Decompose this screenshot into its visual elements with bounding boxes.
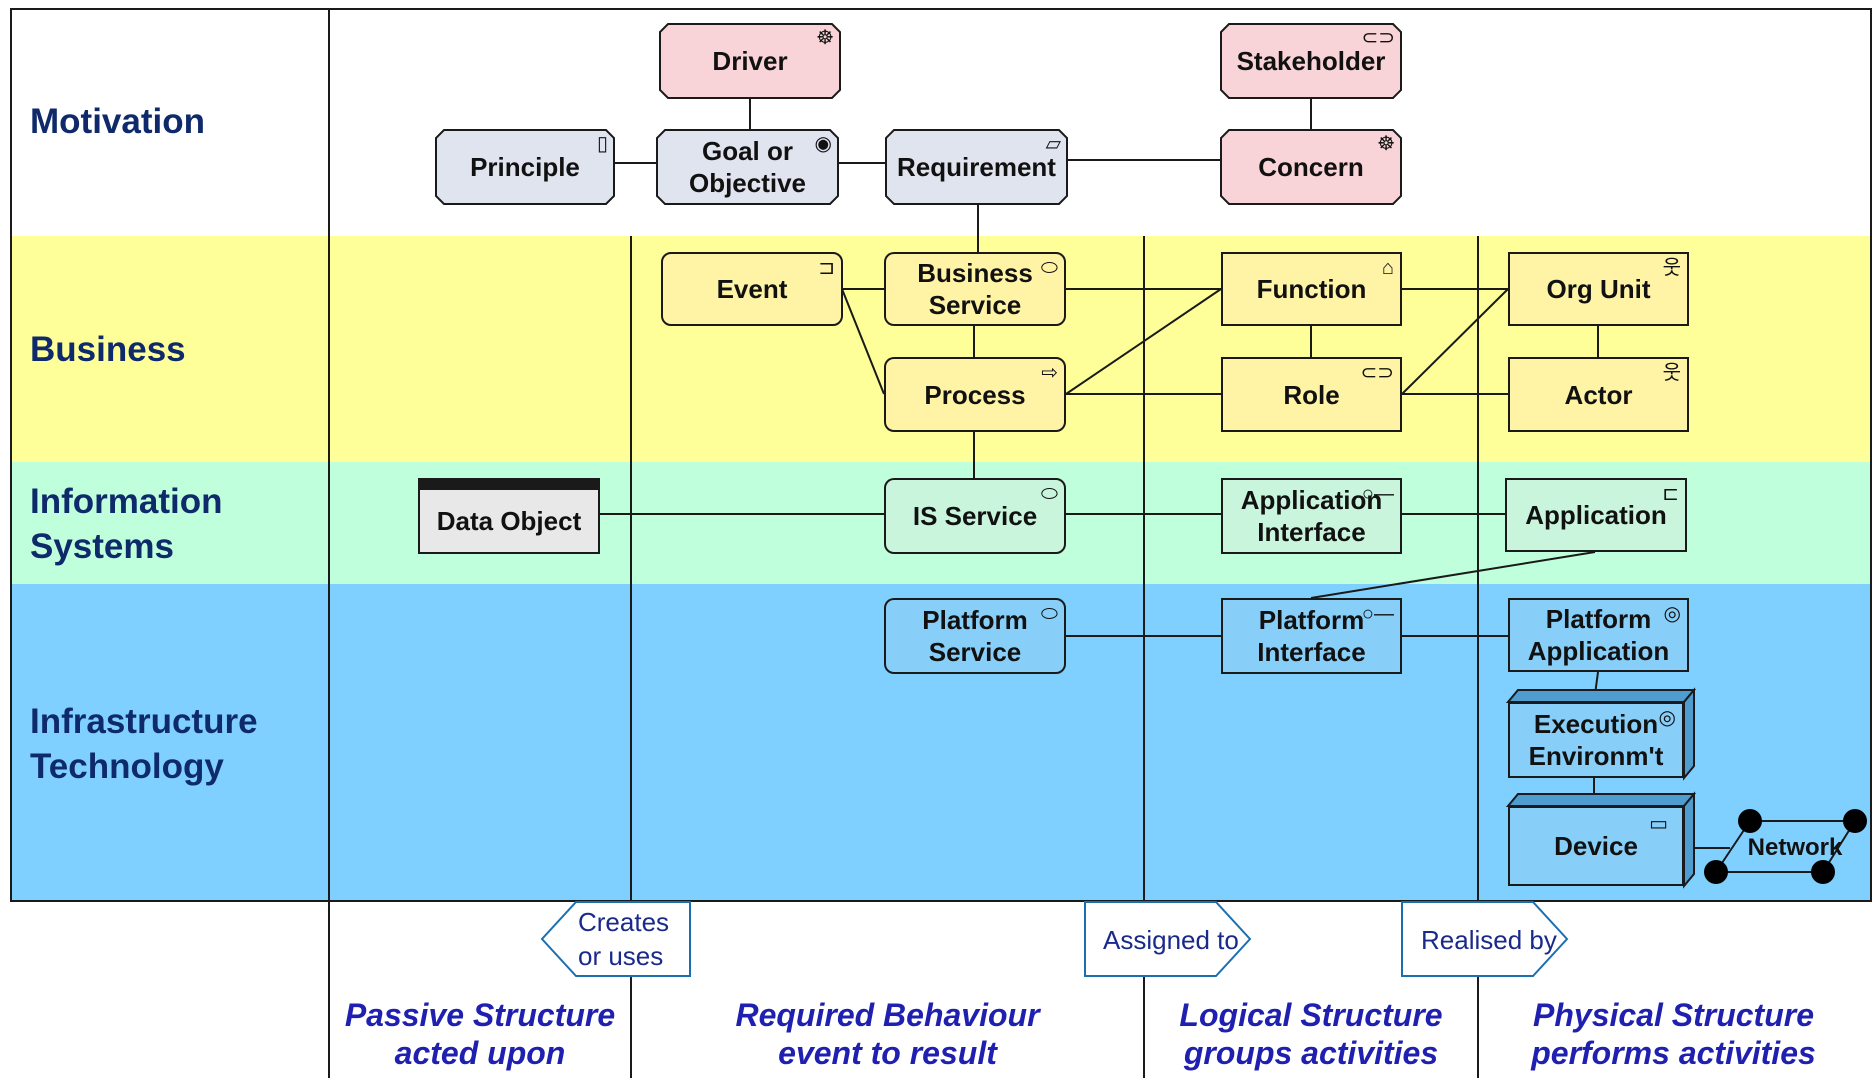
service-icon: ⬭ (1040, 257, 1058, 279)
footer-logical-line1: Logical Structure (1179, 997, 1443, 1033)
event-node[interactable]: Event ⊐ (661, 252, 843, 326)
requirement-label: Requirement (897, 152, 1056, 182)
lane-title-motivation: Motivation (30, 102, 205, 141)
actor-icon: 웃 (1662, 362, 1681, 384)
function-label: Function (1256, 274, 1367, 304)
assigned-label: Assigned to (1103, 925, 1239, 955)
is-service-label: IS Service (912, 501, 1038, 531)
wheel-icon: ☸ (1377, 133, 1395, 155)
creates-label-line1: Creates (578, 907, 670, 937)
parallelogram-icon: ▱ (1045, 133, 1061, 155)
role-label: Role (1283, 379, 1340, 410)
org-unit-node[interactable]: Org Unit 웃 (1508, 252, 1689, 326)
footer-physical-line1: Physical Structure (1533, 997, 1814, 1033)
application-interface-node[interactable]: Application Interface ○— (1221, 478, 1402, 554)
data-object-label: Data Object (436, 506, 582, 536)
actor-icon: 웃 (1662, 257, 1681, 279)
is-service-node[interactable]: IS Service ⬭ (884, 478, 1066, 554)
stakeholder-label: Stakeholder (1236, 46, 1386, 76)
label-column-divider (328, 8, 330, 1078)
application-interface-label: Application Interface (1240, 485, 1383, 547)
data-object-node[interactable]: Data Object (418, 478, 600, 554)
org-unit-label: Org Unit (1546, 274, 1651, 304)
lane-title-business: Business (30, 330, 186, 369)
actor-label: Actor (1564, 379, 1633, 410)
footer-logical-line2: groups activities (1183, 1035, 1439, 1071)
footer-behaviour-line2: event to result (778, 1035, 997, 1071)
business-service-node[interactable]: Business Service ⬭ (884, 252, 1066, 326)
platform-interface-label: Platform Interface (1257, 605, 1366, 667)
footer-passive: Passive Structure acted upon (330, 996, 630, 1072)
role-node[interactable]: Role ⊂⊃ (1221, 357, 1402, 432)
footer-passive-line1: Passive Structure (344, 997, 616, 1033)
event-icon: ⊐ (818, 257, 835, 279)
principle-label: Principle (470, 152, 580, 182)
stakeholder-node[interactable]: Stakeholder ⊂⊃ (1221, 24, 1401, 98)
service-icon: ⬭ (1040, 603, 1058, 625)
function-icon: ⌂ (1381, 257, 1394, 279)
network-node[interactable]: Network (1730, 826, 1860, 870)
realised-label: Realised by (1421, 925, 1557, 955)
event-label: Event (716, 274, 788, 304)
network-label: Network (1747, 834, 1843, 861)
application-label: Application (1525, 500, 1667, 530)
platform-interface-node[interactable]: Platform Interface ○— (1221, 598, 1402, 674)
device-label: Device (1554, 831, 1638, 861)
wheel-icon: ☸ (816, 27, 834, 49)
footer-physical-line2: performs activities (1531, 1035, 1816, 1071)
platform-application-node[interactable]: Platform Application ◎ (1508, 598, 1689, 672)
application-node[interactable]: Application ⊏ (1505, 478, 1687, 552)
footer-passive-line2: acted upon (394, 1035, 566, 1071)
role-icon: ⊂⊃ (1360, 362, 1394, 384)
execution-environment-label: Execution Environm't (1528, 709, 1664, 771)
driver-label: Driver (712, 46, 788, 76)
platform-application-label: Platform Application (1527, 604, 1670, 666)
concern-node[interactable]: Concern ☸ (1221, 130, 1401, 204)
creates-label-line2: or uses (578, 941, 664, 971)
platform-service-label: Platform Service (922, 605, 1028, 667)
arrow-icon: ⇨ (1041, 362, 1058, 384)
interface-icon: ○— (1361, 483, 1394, 505)
lane-title-information-line2: Systems (30, 527, 174, 566)
passive-column-divider (630, 236, 632, 1078)
actor-node[interactable]: Actor 웃 (1508, 357, 1689, 432)
lane-title-infrastructure-line1: Infrastructure (30, 702, 258, 741)
platform-service-node[interactable]: Platform Service ⬭ (884, 598, 1066, 674)
target-icon: ◉ (814, 133, 832, 155)
device-icon: ▭ (1649, 813, 1668, 835)
execution-environment-node[interactable]: Execution Environm't ◎ (1508, 702, 1684, 778)
device-node[interactable]: Device ▭ (1508, 806, 1684, 886)
system-software-icon: ◎ (1658, 707, 1676, 729)
lane-title-information-line1: Information (30, 482, 223, 521)
function-node[interactable]: Function ⌂ (1221, 252, 1402, 326)
business-service-label: Business Service (917, 258, 1033, 320)
footer-behaviour: Required Behaviour event to result (632, 996, 1143, 1072)
role-icon: ⊂⊃ (1361, 27, 1395, 49)
process-label: Process (924, 379, 1026, 410)
interface-icon: ○— (1361, 603, 1394, 625)
service-icon: ⬭ (1040, 483, 1058, 505)
footer-logical: Logical Structure groups activities (1145, 996, 1477, 1072)
requirement-node[interactable]: Requirement ▱ (886, 130, 1067, 204)
behaviour-column-divider (1143, 236, 1145, 1078)
goal-label: Goal or Objective (688, 136, 807, 198)
motivation-band (10, 8, 1872, 240)
concern-label: Concern (1258, 152, 1364, 182)
footer-physical: Physical Structure performs activities (1479, 996, 1868, 1072)
logical-column-divider (1477, 236, 1479, 1078)
principle-icon: ▯ (596, 133, 608, 155)
principle-node[interactable]: Principle ▯ (436, 130, 614, 204)
goal-node[interactable]: Goal or Objective ◉ (657, 130, 838, 204)
process-node[interactable]: Process ⇨ (884, 357, 1066, 432)
lane-title-infrastructure-line2: Technology (30, 747, 224, 786)
footer-behaviour-line1: Required Behaviour (735, 997, 1040, 1033)
driver-node[interactable]: Driver ☸ (660, 24, 840, 98)
system-software-icon: ◎ (1663, 603, 1681, 625)
component-icon: ⊏ (1662, 483, 1679, 505)
